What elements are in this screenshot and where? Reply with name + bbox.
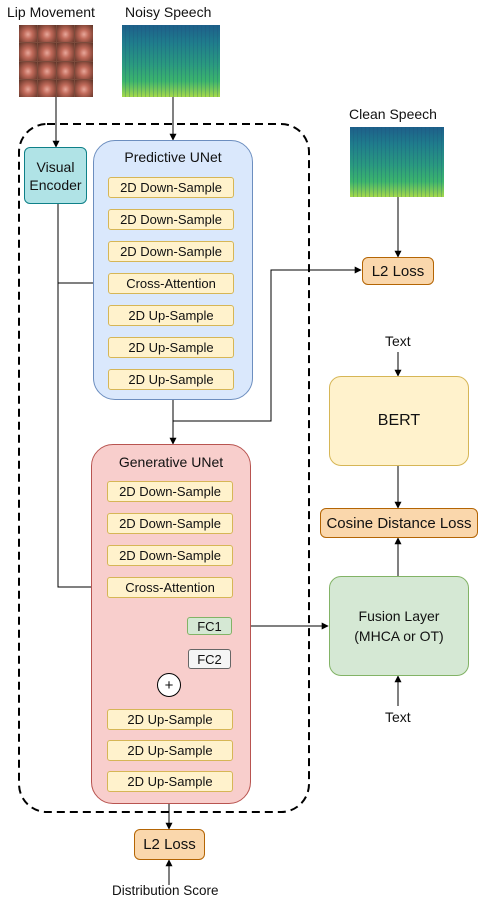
lip-movement-image bbox=[19, 25, 93, 97]
text-input-bottom: Text bbox=[385, 709, 411, 725]
generative-up-sample-3: 2D Up-Sample bbox=[107, 771, 233, 792]
fc1-block: FC1 bbox=[187, 617, 232, 635]
generative-cross-attention: Cross-Attention bbox=[107, 577, 233, 598]
generative-up-sample-2: 2D Up-Sample bbox=[107, 740, 233, 761]
generative-down-sample-2: 2D Down-Sample bbox=[107, 513, 233, 534]
predictive-up-sample-1: 2D Up-Sample bbox=[108, 305, 234, 326]
lip-movement-label: Lip Movement bbox=[7, 4, 95, 20]
predictive-unet-title: Predictive UNet bbox=[124, 149, 222, 165]
fusion-layer: Fusion Layer (MHCA or OT) bbox=[329, 576, 469, 676]
predictive-up-sample-3: 2D Up-Sample bbox=[108, 369, 234, 390]
generative-down-sample-3: 2D Down-Sample bbox=[107, 545, 233, 566]
predictive-down-sample-2: 2D Down-Sample bbox=[108, 209, 234, 230]
bert-block: BERT bbox=[329, 376, 469, 466]
sum-node: + bbox=[157, 673, 181, 697]
noisy-speech-spectrogram bbox=[122, 25, 220, 97]
predictive-cross-attention: Cross-Attention bbox=[108, 273, 234, 294]
clean-speech-label: Clean Speech bbox=[349, 106, 437, 122]
generative-unet-title: Generative UNet bbox=[118, 454, 224, 470]
visual-encoder: Visual Encoder bbox=[24, 147, 87, 204]
generative-down-sample-1: 2D Down-Sample bbox=[107, 481, 233, 502]
l2-loss-top: L2 Loss bbox=[362, 257, 434, 285]
cosine-distance-loss: Cosine Distance Loss bbox=[320, 508, 478, 538]
dashed-frame bbox=[18, 123, 310, 813]
predictive-down-sample-3: 2D Down-Sample bbox=[108, 241, 234, 262]
clean-speech-spectrogram bbox=[350, 127, 444, 197]
text-input-top: Text bbox=[385, 333, 411, 349]
noisy-speech-label: Noisy Speech bbox=[125, 4, 212, 20]
fc2-block: FC2 bbox=[188, 649, 231, 669]
predictive-down-sample-1: 2D Down-Sample bbox=[108, 177, 234, 198]
distribution-score-label: Distribution Score bbox=[112, 883, 219, 898]
l2-loss-bottom: L2 Loss bbox=[134, 829, 205, 860]
generative-up-sample-1: 2D Up-Sample bbox=[107, 709, 233, 730]
predictive-up-sample-2: 2D Up-Sample bbox=[108, 337, 234, 358]
